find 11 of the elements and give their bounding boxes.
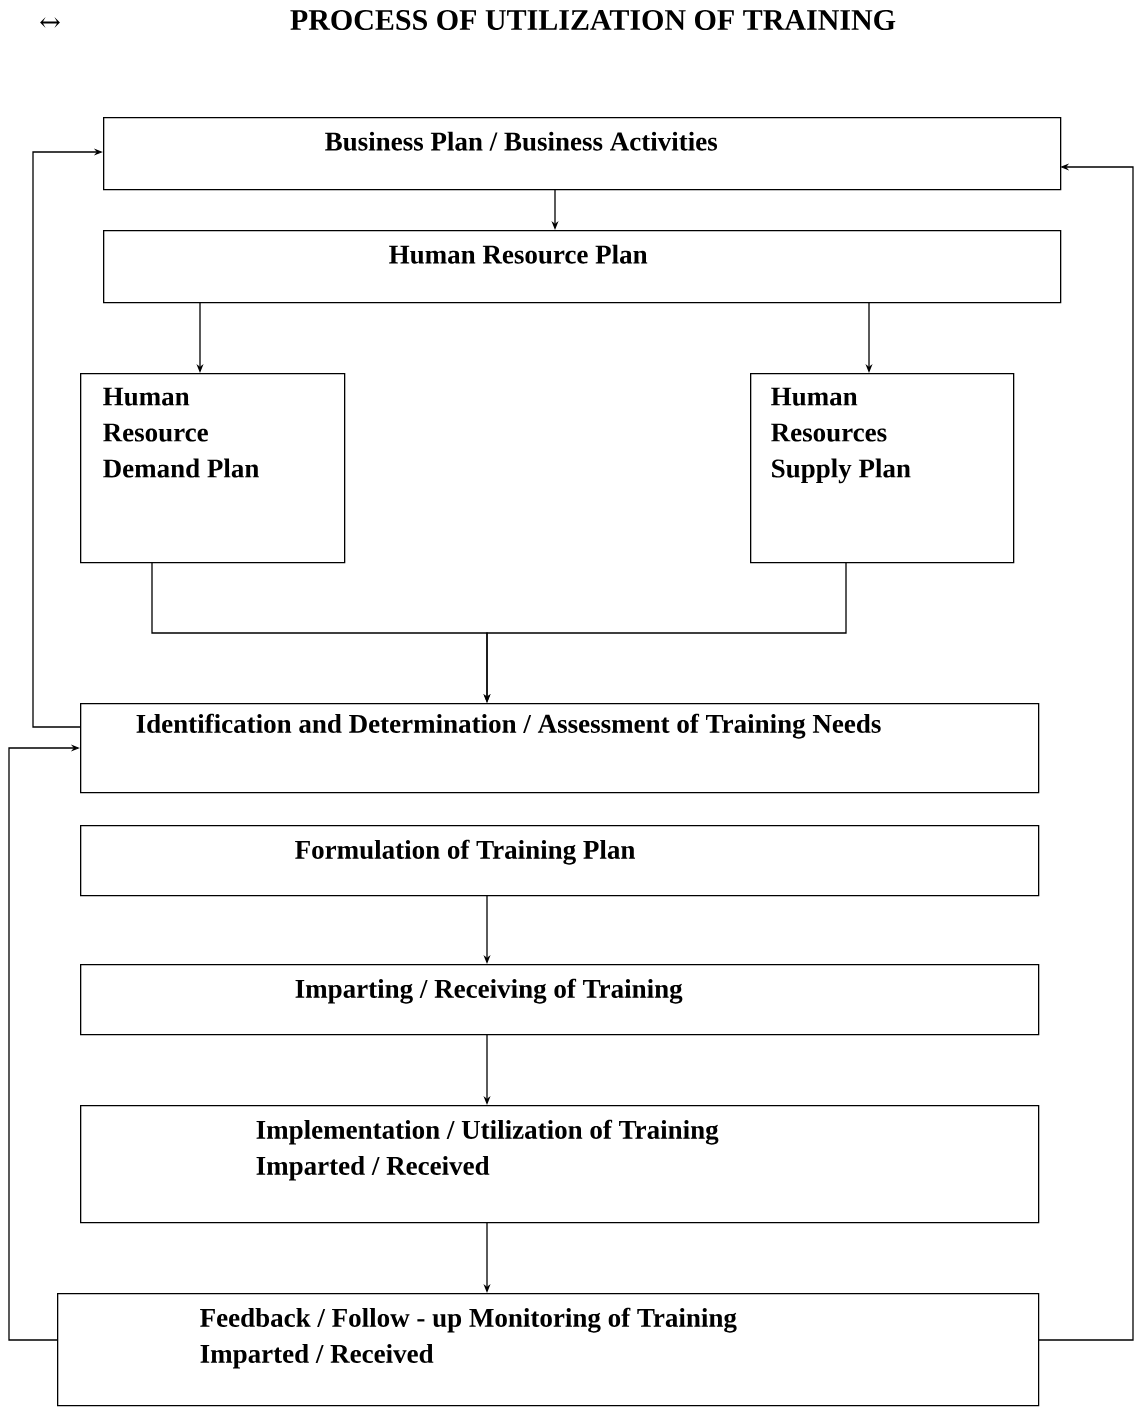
process-box: Human Resource Plan — [103, 230, 1062, 304]
process-box: Imparting / Receiving of Training — [80, 964, 1040, 1036]
title: PROCESS OF UTILIZATION OF TRAINING — [290, 9, 896, 31]
process-box: Business Plan / Business Activities — [103, 117, 1062, 191]
process-box: Formulation of Training Plan — [80, 825, 1040, 897]
process-box: Feedback / Follow - up Monitoring of Training Imparted / Received — [57, 1293, 1040, 1407]
process-box: Human Resources Supply Plan — [750, 373, 1015, 564]
arrow-symbol: ↔ — [40, 17, 60, 28]
process-box: Human Resource Demand Plan — [80, 373, 346, 564]
process-box: Identification and Determination / Assessment of Training Needs — [80, 703, 1040, 794]
process-box: Implementation / Utilization of Training Imparted / Received — [80, 1105, 1040, 1224]
